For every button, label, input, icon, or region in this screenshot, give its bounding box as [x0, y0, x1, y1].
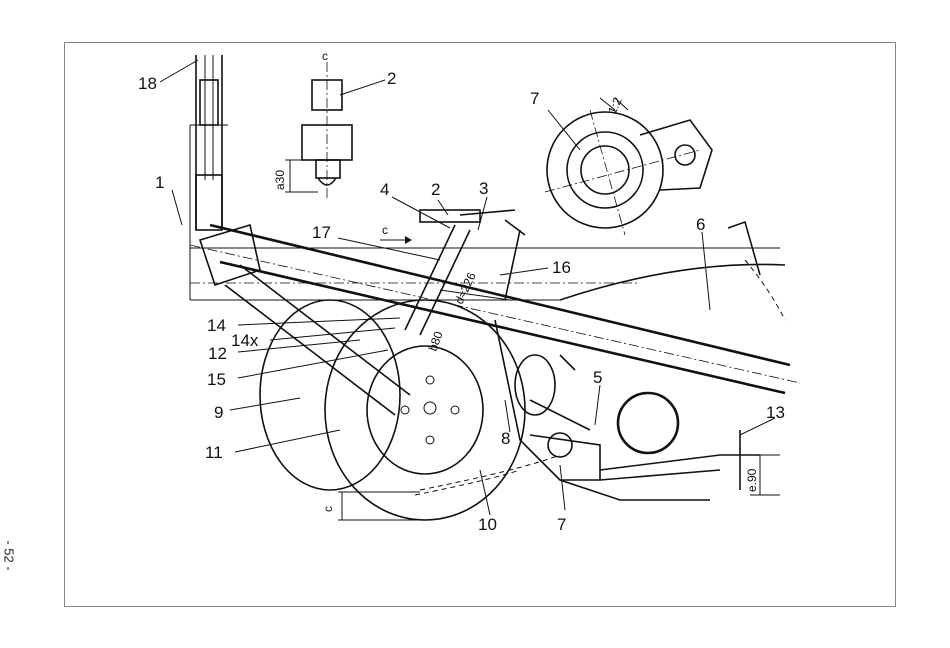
callout-2-top: 2 — [387, 69, 396, 88]
callout-18: 18 — [138, 74, 157, 93]
callout-3: 3 — [479, 179, 488, 198]
callout-10: 10 — [478, 515, 497, 534]
callout-8: 8 — [501, 429, 510, 448]
callout-1: 1 — [155, 173, 164, 192]
detail-view-top — [285, 62, 352, 200]
dimension-c-bottom — [338, 492, 420, 520]
dimension-ratio: 1:2 — [605, 95, 625, 116]
dimension-a30: a30 — [273, 170, 287, 190]
callout-7-bottom: 7 — [557, 515, 566, 534]
callout-11: 11 — [205, 443, 223, 462]
callout-12: 12 — [208, 344, 227, 363]
direction-arrow — [380, 236, 412, 244]
dimension-c-arrow: c — [382, 223, 388, 237]
dimension-c-top: c — [322, 49, 328, 63]
callout-14x: 14x — [231, 331, 259, 350]
main-frame-beam — [190, 225, 800, 393]
callout-13: 13 — [766, 403, 785, 422]
detail-view-eccentric — [545, 98, 712, 235]
callout-5: 5 — [593, 368, 602, 387]
callout-9: 9 — [214, 403, 223, 422]
dimension-e90: e.90 — [745, 468, 759, 492]
callout-6: 6 — [696, 215, 705, 234]
callout-16: 16 — [552, 258, 571, 277]
disc-coulters — [225, 265, 525, 520]
cover-plate — [560, 222, 785, 320]
callout-4: 4 — [380, 180, 389, 199]
callout-7-top: 7 — [530, 89, 539, 108]
dimension-c-bottom-label: c — [321, 506, 335, 512]
callout-17: 17 — [312, 223, 331, 242]
lower-linkage — [415, 320, 780, 500]
callout-14: 14 — [207, 316, 226, 335]
callout-2: 2 — [431, 180, 440, 199]
callout-15: 15 — [207, 370, 226, 389]
